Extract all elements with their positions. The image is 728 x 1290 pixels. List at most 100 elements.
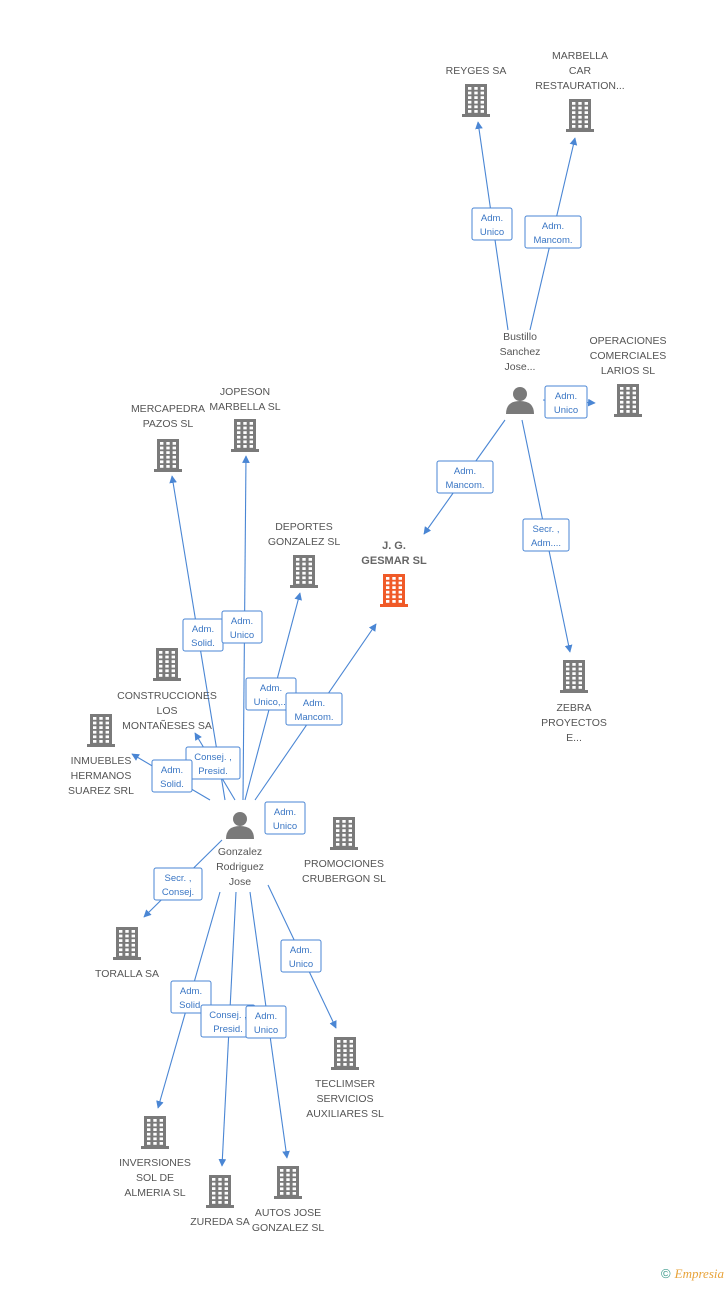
node-label: ZUREDA SA — [190, 1216, 250, 1228]
edge-label-text: Adm. — [555, 391, 577, 402]
edge-label-box[interactable] — [524, 215, 582, 249]
edge-label-bustillo-jgesmar[interactable]: Adm.Mancom. — [436, 460, 494, 494]
node-zureda[interactable]: ZUREDA SA — [190, 1175, 250, 1228]
building-icon — [231, 419, 259, 452]
edge-label-gonzalez-promociones[interactable]: Adm. Unico — [264, 801, 306, 835]
edge-label-text: Adm. — [274, 807, 296, 818]
edge-label-text: Solid. — [160, 779, 184, 790]
building-icon — [560, 660, 588, 693]
node-label: TECLIMSER — [315, 1078, 376, 1090]
edge-label-text: Adm. — [303, 698, 325, 709]
building-icon — [462, 84, 490, 117]
node-label: MONTAÑESES SA — [122, 719, 212, 732]
building-icon — [380, 574, 408, 607]
node-jgesmar[interactable]: J. G.GESMAR SL — [361, 540, 427, 607]
building-icon — [141, 1116, 169, 1149]
node-inversiones[interactable]: INVERSIONES SOL DE ALMERIA SL — [119, 1116, 191, 1199]
brand-logo[interactable]: Empresia — [674, 1266, 724, 1281]
edge-label-box[interactable] — [153, 867, 203, 901]
node-label: GONZALEZ SL — [252, 1222, 325, 1234]
node-jopeson[interactable]: JOPESON MARBELLA SL — [209, 386, 281, 452]
edge-label-box[interactable] — [280, 939, 322, 973]
building-icon — [154, 439, 182, 472]
edge-label-gonzalez-inversiones[interactable]: Adm. Solid. — [170, 980, 212, 1014]
edge-label-gonzalez-jopeson[interactable]: Adm.Unico — [221, 610, 263, 644]
person-icon — [506, 387, 534, 414]
edge-label-gonzalez-construcciones[interactable]: Consej. ,Presid. — [185, 746, 241, 780]
edge-label-bustillo-operaciones[interactable]: Adm.Unico — [544, 385, 588, 419]
edge-label-gonzalez-mercapedra[interactable]: Adm.Solid. — [182, 618, 224, 652]
edge-label-text: Adm. — [290, 945, 312, 956]
edge-label-text: Adm. — [192, 624, 214, 635]
edge-label-box[interactable] — [264, 801, 306, 835]
building-icon — [566, 99, 594, 132]
edge-label-text: Mancom. — [445, 480, 484, 491]
edge-label-gonzalez-jgesmar[interactable]: Adm. Mancom. — [285, 692, 343, 726]
node-label: GESMAR SL — [361, 555, 427, 567]
node-label: MARBELLA — [552, 50, 608, 62]
edge-label-box[interactable] — [221, 610, 263, 644]
building-icon — [290, 555, 318, 588]
edge-label-text: Solid. — [179, 1000, 203, 1011]
edge-label-text: Adm. — [231, 616, 253, 627]
node-bustillo[interactable]: BustilloSanchezJose... — [500, 331, 541, 414]
edge-label-box[interactable] — [436, 460, 494, 494]
building-icon — [206, 1175, 234, 1208]
edge-label-gonzalez-deportes[interactable]: Adm. Unico,... — [245, 677, 297, 711]
edge-label-text: Adm. — [260, 683, 282, 694]
node-label: SERVICIOS — [317, 1093, 374, 1105]
node-label: INVERSIONES — [119, 1157, 191, 1169]
edge-label-text: Mancom. — [294, 712, 333, 723]
edge-label-bustillo-marbella_car[interactable]: Adm.Mancom. — [524, 215, 582, 249]
edge-label-text: Adm. — [255, 1011, 277, 1022]
node-label: MARBELLA SL — [209, 401, 280, 413]
node-label: ALMERIA SL — [124, 1187, 185, 1199]
edge-label-text: Adm. — [481, 213, 503, 224]
building-icon — [87, 714, 115, 747]
edge-label-box[interactable] — [170, 980, 212, 1014]
node-zebra[interactable]: ZEBRAPROYECTOSE... — [541, 660, 607, 744]
node-label: COMERCIALES — [590, 350, 666, 362]
edge-label-box[interactable] — [151, 759, 193, 793]
node-toralla[interactable]: TORALLA SA — [95, 927, 159, 980]
edge-label-text: Adm. — [180, 986, 202, 997]
node-label: CAR — [569, 65, 592, 77]
node-label: PAZOS SL — [143, 418, 194, 430]
edge-label-gonzalez-autos[interactable]: Adm.Unico — [245, 1005, 287, 1039]
node-marbella_car[interactable]: MARBELLA CAR RESTAURATION... — [535, 50, 625, 132]
edge-label-box[interactable] — [471, 207, 513, 241]
node-label: DEPORTES — [275, 521, 333, 533]
node-label: OPERACIONES — [589, 335, 666, 347]
node-reyges[interactable]: REYGES SA — [446, 65, 507, 117]
edge-label-box[interactable] — [522, 518, 570, 552]
node-label: JOPESON — [220, 386, 270, 398]
node-label: SOL DE — [136, 1172, 174, 1184]
edge-label-box[interactable] — [245, 1005, 287, 1039]
edge-label-gonzalez-toralla[interactable]: Secr. ,Consej. — [153, 867, 203, 901]
edge-label-text: Adm.... — [531, 538, 561, 549]
edge-label-box[interactable] — [285, 692, 343, 726]
edge-label-gonzalez-inmuebles[interactable]: Adm.Solid. — [151, 759, 193, 793]
edge-label-text: Consej. , — [209, 1010, 247, 1021]
edge-label-text: Secr. , — [165, 873, 192, 884]
edge-label-gonzalez-teclimser[interactable]: Adm. Unico — [280, 939, 322, 973]
edge-label-text: Unico — [289, 959, 313, 970]
edge-label-text: Unico,... — [254, 697, 289, 708]
edge-label-bustillo-zebra[interactable]: Secr. ,Adm.... — [522, 518, 570, 552]
node-label: PROMOCIONES — [304, 858, 384, 870]
footer: ©Empresia — [661, 1266, 724, 1282]
node-label: RESTAURATION... — [535, 80, 624, 92]
building-icon — [330, 817, 358, 850]
edge-label-text: Unico — [273, 821, 297, 832]
edge-label-bustillo-reyges[interactable]: Adm.Unico — [471, 207, 513, 241]
edge-label-box[interactable] — [544, 385, 588, 419]
